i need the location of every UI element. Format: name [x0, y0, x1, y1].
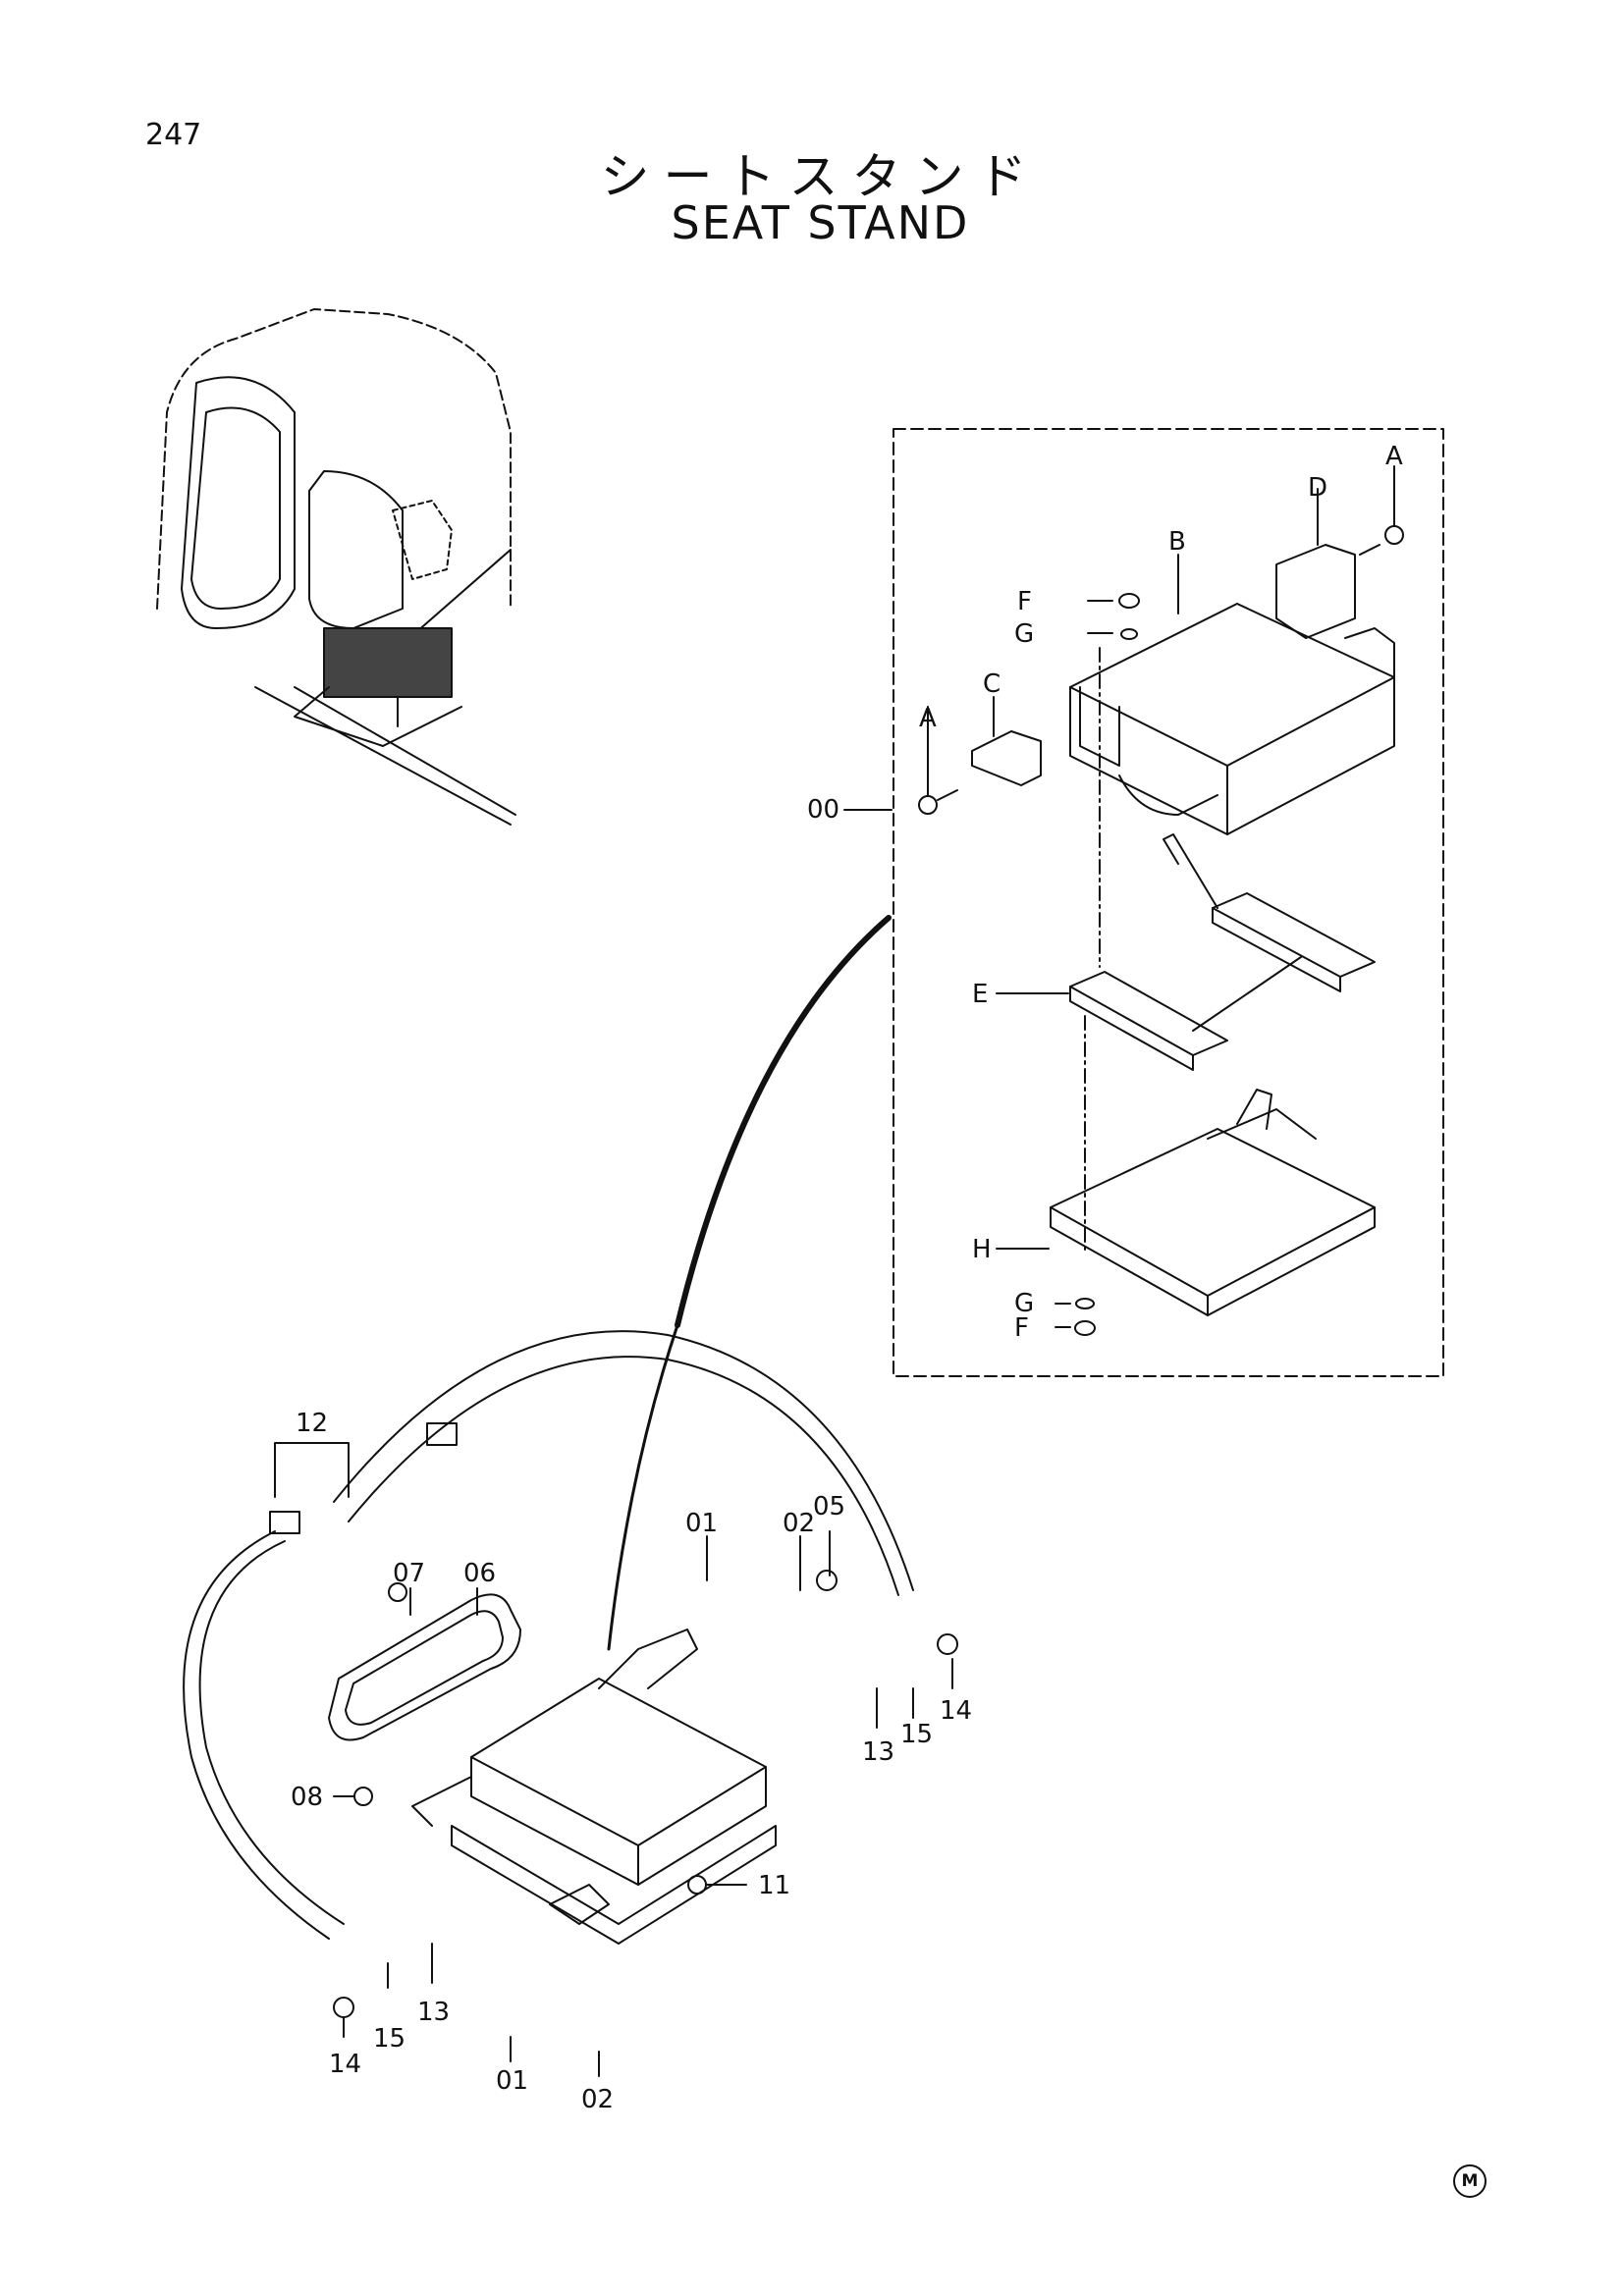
title-english: SEAT STAND	[671, 196, 970, 249]
part-e-slide-rail	[1069, 833, 1376, 1071]
callout-13-right: 13	[862, 1737, 894, 1767]
maker-mark: M	[1453, 2164, 1487, 2198]
part-b-frame	[1069, 603, 1395, 835]
callout-g-bottom: G	[1014, 1289, 1034, 1318]
callout-g-top: G	[1014, 619, 1034, 649]
callout-a-right: A	[1385, 442, 1403, 471]
callout-01-bottom: 01	[496, 2066, 528, 2096]
callout-11: 11	[758, 1871, 790, 1900]
callout-01-top: 01	[685, 1509, 718, 1538]
callout-05: 05	[813, 1492, 845, 1522]
callout-f-bottom: F	[1014, 1313, 1029, 1343]
callout-00: 00	[807, 795, 839, 825]
callout-06: 06	[463, 1559, 496, 1588]
seat-stand-assembly-box	[893, 428, 1444, 1377]
callout-h: H	[972, 1235, 992, 1264]
callout-14-right: 14	[940, 1696, 972, 1726]
callout-a-left: A	[919, 704, 937, 733]
callout-c: C	[983, 669, 1001, 699]
callout-08: 08	[291, 1783, 323, 1812]
callout-15-right: 15	[900, 1720, 933, 1749]
callout-14-left: 14	[329, 2050, 361, 2079]
callout-13-left: 13	[417, 1998, 450, 2027]
callout-b: B	[1168, 527, 1186, 557]
callout-02-bottom: 02	[581, 2085, 614, 2114]
callout-e: E	[972, 980, 988, 1009]
callout-d: D	[1308, 473, 1327, 503]
title-japanese: シートスタンド	[600, 148, 1041, 205]
part-h-base-plate	[1050, 1089, 1376, 1316]
callout-f-top: F	[1017, 587, 1032, 616]
cab-location-thumbnail	[156, 308, 516, 826]
lower-seat-stand	[411, 1629, 777, 1945]
callout-12: 12	[296, 1409, 328, 1438]
callout-15-left: 15	[373, 2024, 406, 2054]
page-number: 247	[145, 118, 202, 152]
callout-02-top: 02	[783, 1509, 815, 1538]
callout-07: 07	[393, 1559, 425, 1588]
